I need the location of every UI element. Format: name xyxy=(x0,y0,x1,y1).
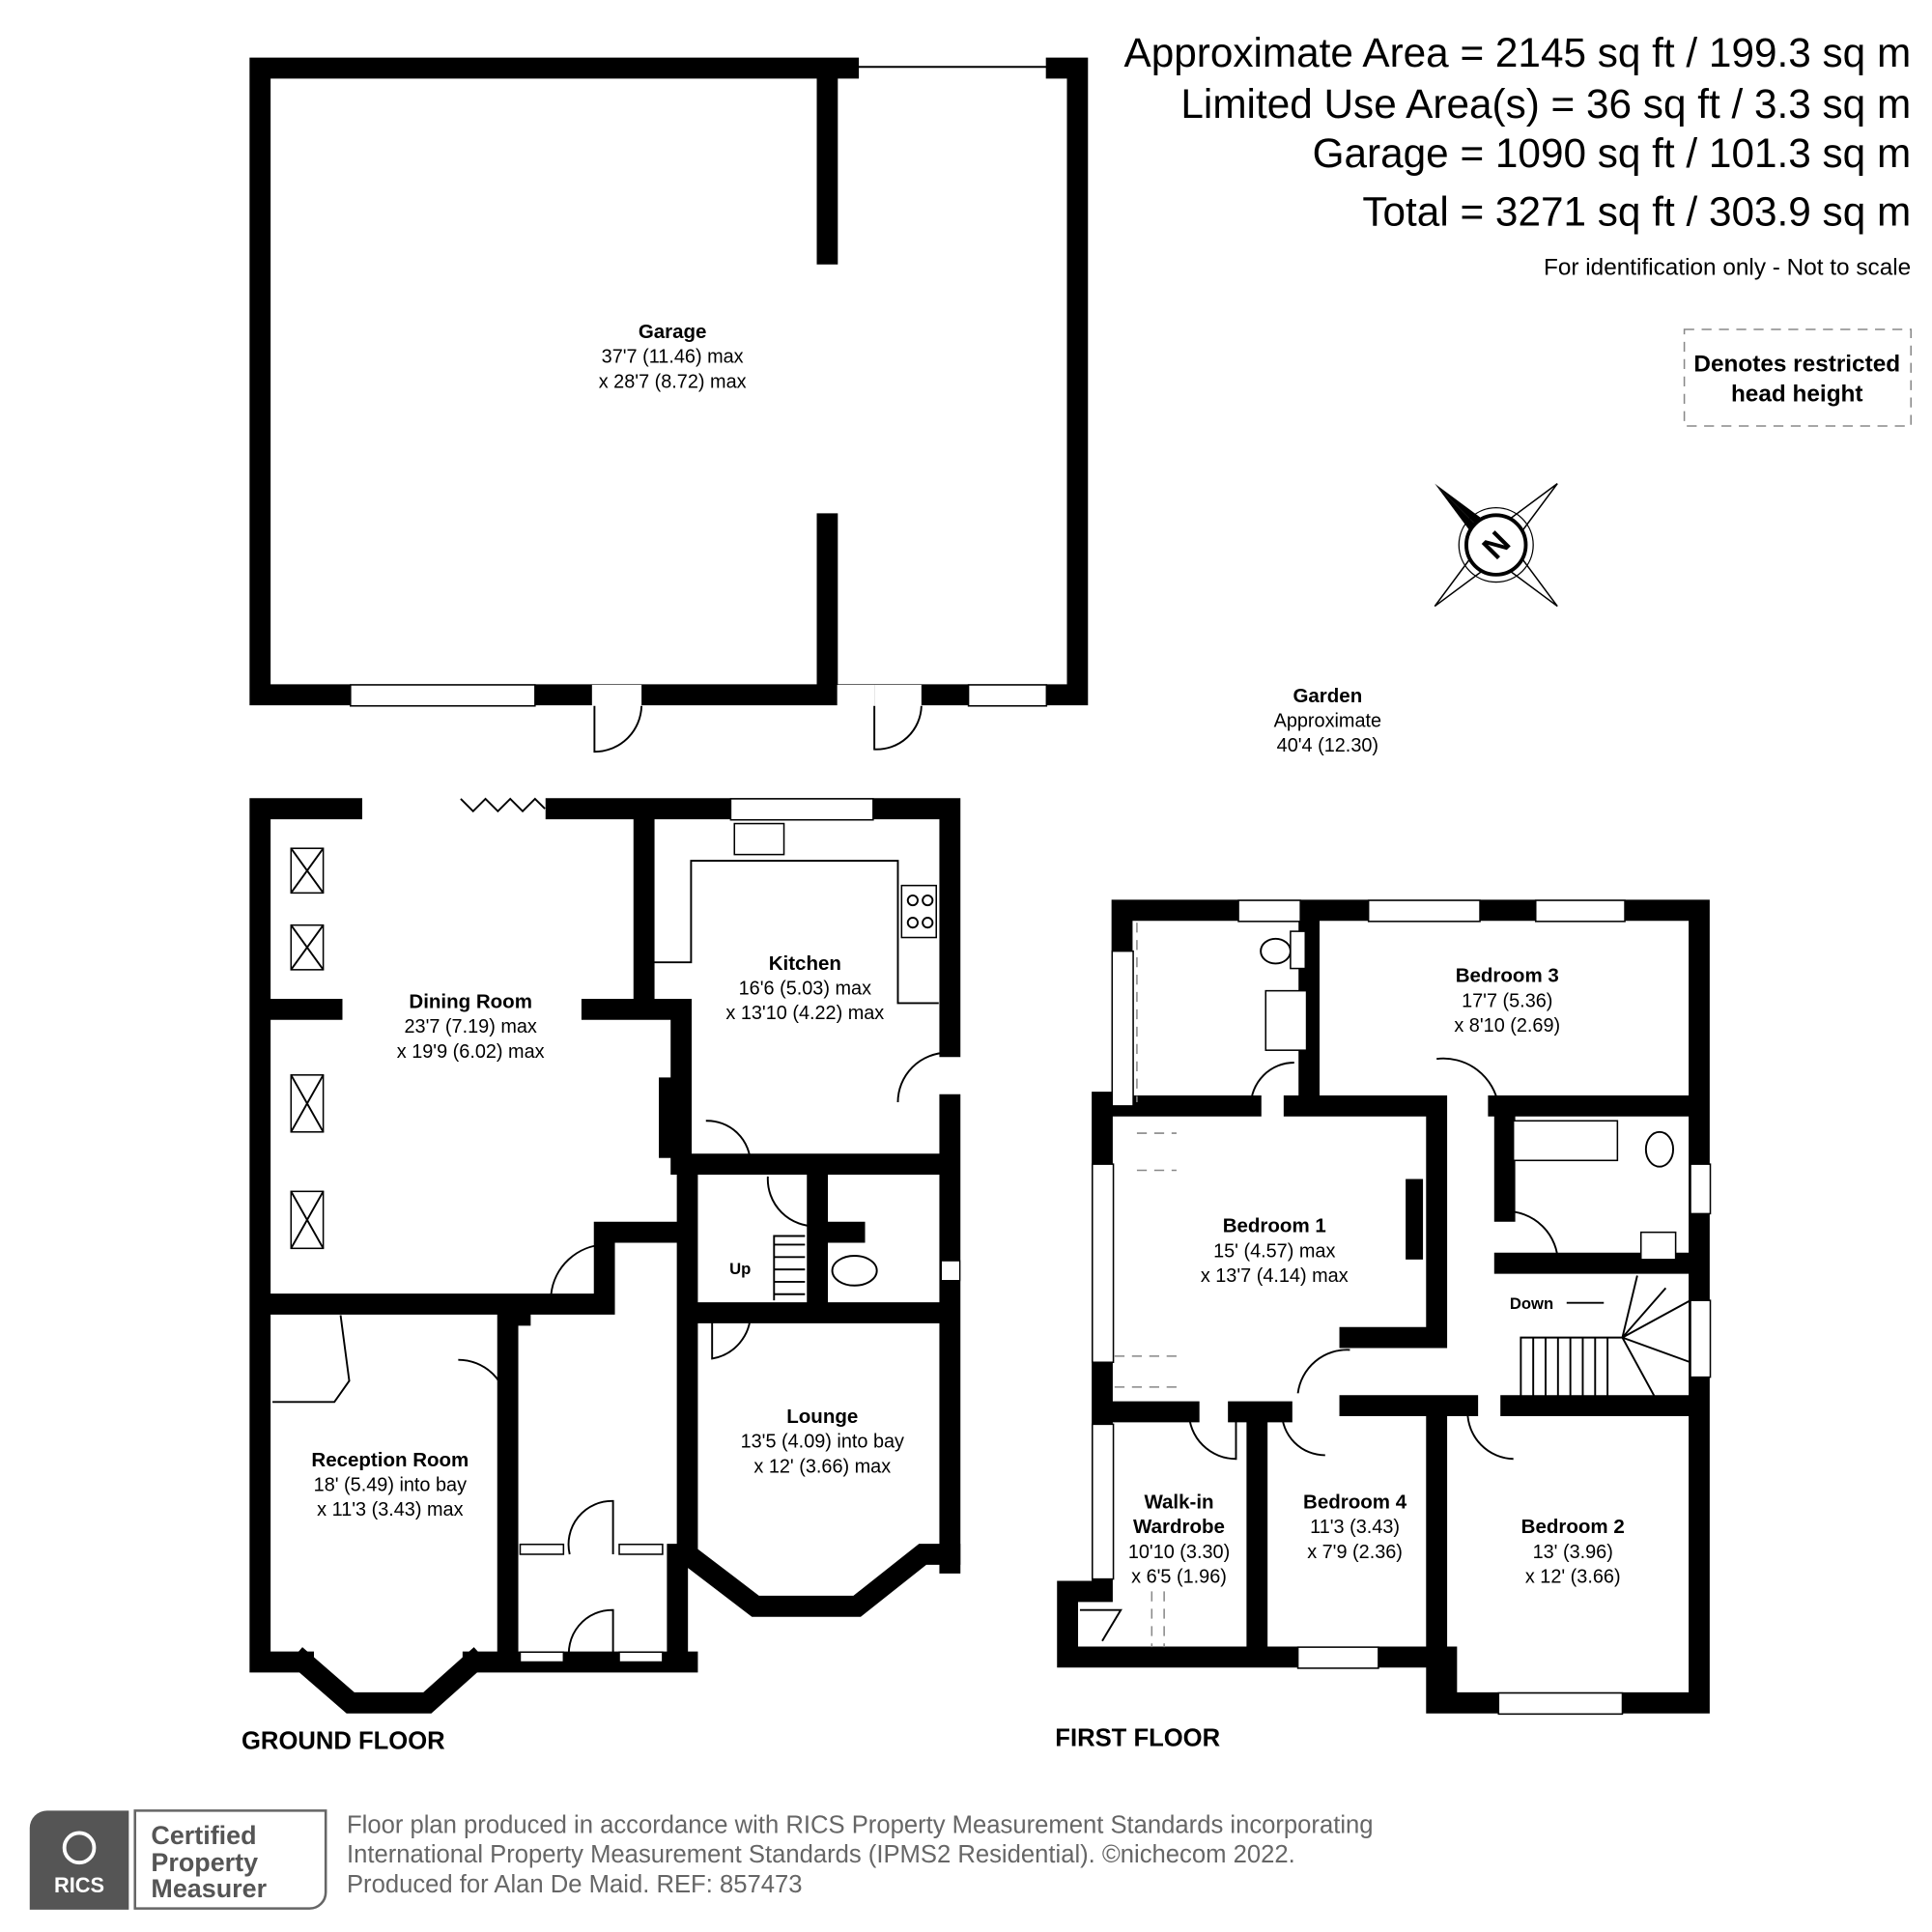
garage-area: Garage = 1090 sq ft / 101.3 sq m xyxy=(1313,130,1912,176)
svg-text:Certified: Certified xyxy=(151,1821,256,1850)
svg-text:x 8'10 (2.69): x 8'10 (2.69) xyxy=(1454,1015,1560,1037)
svg-text:Garden: Garden xyxy=(1293,685,1362,707)
svg-text:Walk-in: Walk-in xyxy=(1144,1492,1213,1514)
rics-lion-icon xyxy=(62,1831,97,1865)
svg-text:x 6'5 (1.96): x 6'5 (1.96) xyxy=(1131,1566,1227,1587)
room-bedroom-2: Bedroom 2 13' (3.96) x 12' (3.66) xyxy=(1521,1516,1625,1587)
room-bedroom-1: Bedroom 1 15' (4.57) max x 13'7 (4.14) m… xyxy=(1201,1215,1349,1287)
first-floor-label: FIRST FLOOR xyxy=(1055,1725,1220,1752)
room-garage: Garage 37'7 (11.46) max x 28'7 (8.72) ma… xyxy=(599,321,747,392)
north-compass-icon: N xyxy=(1434,483,1558,608)
svg-text:Reception Room: Reception Room xyxy=(311,1449,469,1471)
svg-text:x 13'7 (4.14) max: x 13'7 (4.14) max xyxy=(1201,1265,1349,1287)
svg-text:Measurer: Measurer xyxy=(151,1874,267,1903)
footer-line-3: Produced for Alan De Maid. REF: 857473 xyxy=(347,1871,802,1898)
svg-text:15' (4.57) max: 15' (4.57) max xyxy=(1213,1240,1335,1262)
svg-text:Dining Room: Dining Room xyxy=(409,991,532,1013)
svg-text:Kitchen: Kitchen xyxy=(769,952,841,975)
svg-text:Wardrobe: Wardrobe xyxy=(1133,1516,1225,1538)
svg-text:Bedroom 4: Bedroom 4 xyxy=(1303,1492,1407,1514)
total-area: Total = 3271 sq ft / 303.9 sq m xyxy=(1362,188,1911,234)
room-walk-in-wardrobe: Walk-in Wardrobe 10'10 (3.30) x 6'5 (1.9… xyxy=(1128,1492,1230,1588)
room-kitchen: Kitchen 16'6 (5.03) max x 13'10 (4.22) m… xyxy=(725,952,884,1024)
svg-text:x 12' (3.66) max: x 12' (3.66) max xyxy=(753,1456,891,1477)
svg-text:Approximate: Approximate xyxy=(1274,711,1382,732)
footer-line-2: International Property Measurement Stand… xyxy=(347,1841,1295,1868)
limited-use-area: Limited Use Area(s) = 36 sq ft / 3.3 sq … xyxy=(1180,81,1911,127)
skylight-icons xyxy=(290,847,325,1250)
svg-text:x 13'10 (4.22) max: x 13'10 (4.22) max xyxy=(725,1003,884,1024)
svg-text:40'4 (12.30): 40'4 (12.30) xyxy=(1277,735,1378,756)
svg-text:Property: Property xyxy=(151,1848,258,1877)
svg-text:13' (3.96): 13' (3.96) xyxy=(1533,1542,1613,1563)
approximate-area: Approximate Area = 2145 sq ft / 199.3 sq… xyxy=(1124,30,1912,75)
svg-text:Garage: Garage xyxy=(639,321,707,343)
svg-text:13'5 (4.09) into bay: 13'5 (4.09) into bay xyxy=(741,1432,904,1453)
svg-text:10'10 (3.30): 10'10 (3.30) xyxy=(1128,1542,1230,1563)
room-bedroom-4: Bedroom 4 11'3 (3.43) x 7'9 (2.36) xyxy=(1303,1492,1407,1563)
stairs-up-label: Up xyxy=(729,1260,751,1278)
scale-note: For identification only - Not to scale xyxy=(1544,255,1911,281)
footer-line-1: Floor plan produced in accordance with R… xyxy=(347,1811,1374,1838)
svg-text:Bedroom 2: Bedroom 2 xyxy=(1521,1516,1625,1538)
rics-badge: RICS Certified Property Measurer xyxy=(29,1809,327,1910)
svg-text:17'7 (5.36): 17'7 (5.36) xyxy=(1462,990,1552,1011)
area-summary: Approximate Area = 2145 sq ft / 199.3 sq… xyxy=(1124,30,1912,280)
svg-text:Bedroom 1: Bedroom 1 xyxy=(1223,1215,1326,1237)
svg-text:x 19'9 (6.02) max: x 19'9 (6.02) max xyxy=(397,1041,545,1063)
restricted-height-legend: Denotes restricted head height xyxy=(1683,328,1912,427)
svg-text:16'6 (5.03) max: 16'6 (5.03) max xyxy=(739,978,871,999)
ground-floor-plan xyxy=(249,797,961,1714)
garage-plan xyxy=(249,57,1089,753)
svg-text:23'7 (7.19) max: 23'7 (7.19) max xyxy=(404,1016,536,1037)
svg-text:x 12' (3.66): x 12' (3.66) xyxy=(1525,1566,1621,1587)
svg-text:18' (5.49) into bay: 18' (5.49) into bay xyxy=(314,1475,467,1496)
room-dining-room: Dining Room 23'7 (7.19) max x 19'9 (6.02… xyxy=(397,991,545,1063)
room-bedroom-3: Bedroom 3 17'7 (5.36) x 8'10 (2.69) xyxy=(1454,965,1560,1037)
svg-text:Lounge: Lounge xyxy=(786,1406,858,1428)
svg-text:x 28'7 (8.72) max: x 28'7 (8.72) max xyxy=(599,371,747,392)
svg-text:RICS: RICS xyxy=(54,1873,104,1897)
room-lounge: Lounge 13'5 (4.09) into bay x 12' (3.66)… xyxy=(741,1406,904,1477)
svg-text:Bedroom 3: Bedroom 3 xyxy=(1456,965,1559,987)
svg-text:x 11'3 (3.43) max: x 11'3 (3.43) max xyxy=(317,1499,463,1520)
svg-text:11'3 (3.43): 11'3 (3.43) xyxy=(1310,1517,1400,1538)
room-reception-room: Reception Room 18' (5.49) into bay x 11'… xyxy=(311,1449,469,1520)
svg-text:head height: head height xyxy=(1731,381,1863,407)
room-garden: Garden Approximate 40'4 (12.30) xyxy=(1274,685,1382,756)
ground-floor-label: GROUND FLOOR xyxy=(242,1727,445,1754)
stairs-down-label: Down xyxy=(1510,1294,1553,1313)
svg-text:Denotes restricted: Denotes restricted xyxy=(1693,352,1900,378)
first-floor-plan xyxy=(1057,899,1712,1716)
svg-text:x 7'9 (2.36): x 7'9 (2.36) xyxy=(1307,1542,1403,1563)
svg-text:37'7 (11.46) max: 37'7 (11.46) max xyxy=(602,347,744,368)
